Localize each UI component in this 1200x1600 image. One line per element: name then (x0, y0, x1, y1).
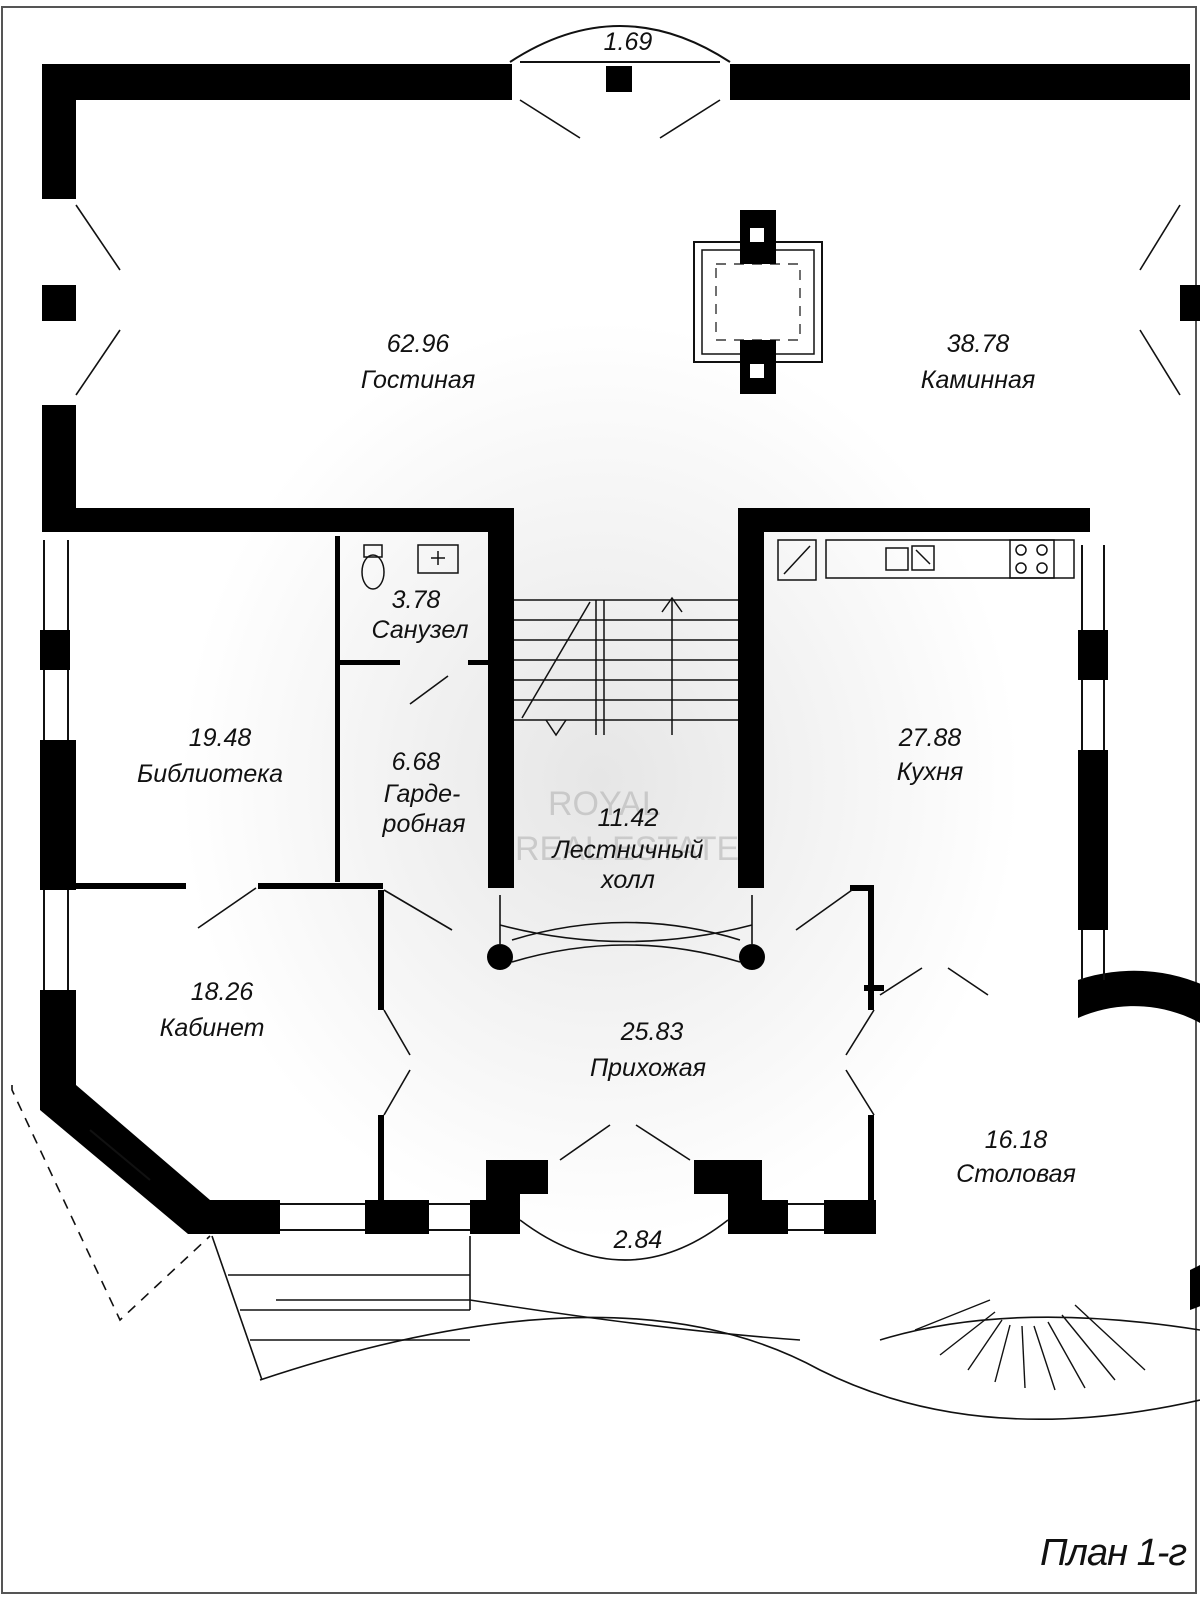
windows (43, 540, 1105, 1231)
wardrobe-name-line1: Гарде- (384, 780, 461, 808)
top-balcony-outline (509, 25, 731, 63)
watermark-line2: REAL ESTATE (515, 830, 739, 868)
bathroom-fixtures (361, 544, 459, 590)
staircase (514, 596, 738, 737)
dining-room-area: 16.18 (985, 1126, 1048, 1154)
hall-steps (499, 895, 753, 1261)
top-balcony-area: 1.69 (604, 28, 653, 56)
room-labels: 1.69 62.96 Гостиная 38.78 Каминная 3.78 … (137, 28, 1076, 1254)
fireplace-room-name: Каминная (921, 366, 1035, 394)
dining-room-name: Столовая (956, 1160, 1076, 1188)
wardrobe-area: 6.68 (392, 748, 441, 776)
stair-hall-name-line2: холл (600, 866, 655, 894)
page-border (1, 6, 1197, 1594)
stair-hall-area: 11.42 (598, 804, 659, 832)
kitchen-name: Кухня (897, 758, 964, 786)
hallway-name: Прихожая (590, 1054, 706, 1082)
living-room-area: 62.96 (387, 330, 450, 358)
library-name: Библиотека (137, 760, 283, 788)
hallway-area: 25.83 (620, 1018, 684, 1046)
kitchen-fixtures (777, 539, 1075, 581)
fireplace (693, 210, 823, 394)
wardrobe-name-line2: робная (382, 810, 466, 838)
dining-steps (914, 1299, 1146, 1391)
study-name: Кабинет (160, 1014, 265, 1042)
fireplace-room-area: 38.78 (947, 330, 1010, 358)
watermark: ROYAL REAL ESTATE (515, 785, 739, 868)
plan-title: План 1-г (1040, 1532, 1186, 1574)
stair-hall-name-line1: Лестничный (551, 836, 704, 864)
walls (40, 64, 1200, 1310)
kitchen-area: 27.88 (898, 724, 962, 752)
study-area: 18.26 (191, 978, 254, 1006)
entrance-porch-area: 2.84 (613, 1226, 663, 1254)
bathroom-name: Санузел (371, 616, 468, 644)
library-area: 19.48 (189, 724, 252, 752)
living-room-name: Гостиная (361, 366, 475, 394)
bathroom-area: 3.78 (392, 586, 441, 614)
door-swings (75, 99, 1181, 1161)
interior-shading (180, 320, 1020, 1240)
watermark-line1: ROYAL (548, 785, 661, 823)
outdoor-terrace (11, 1085, 1200, 1420)
